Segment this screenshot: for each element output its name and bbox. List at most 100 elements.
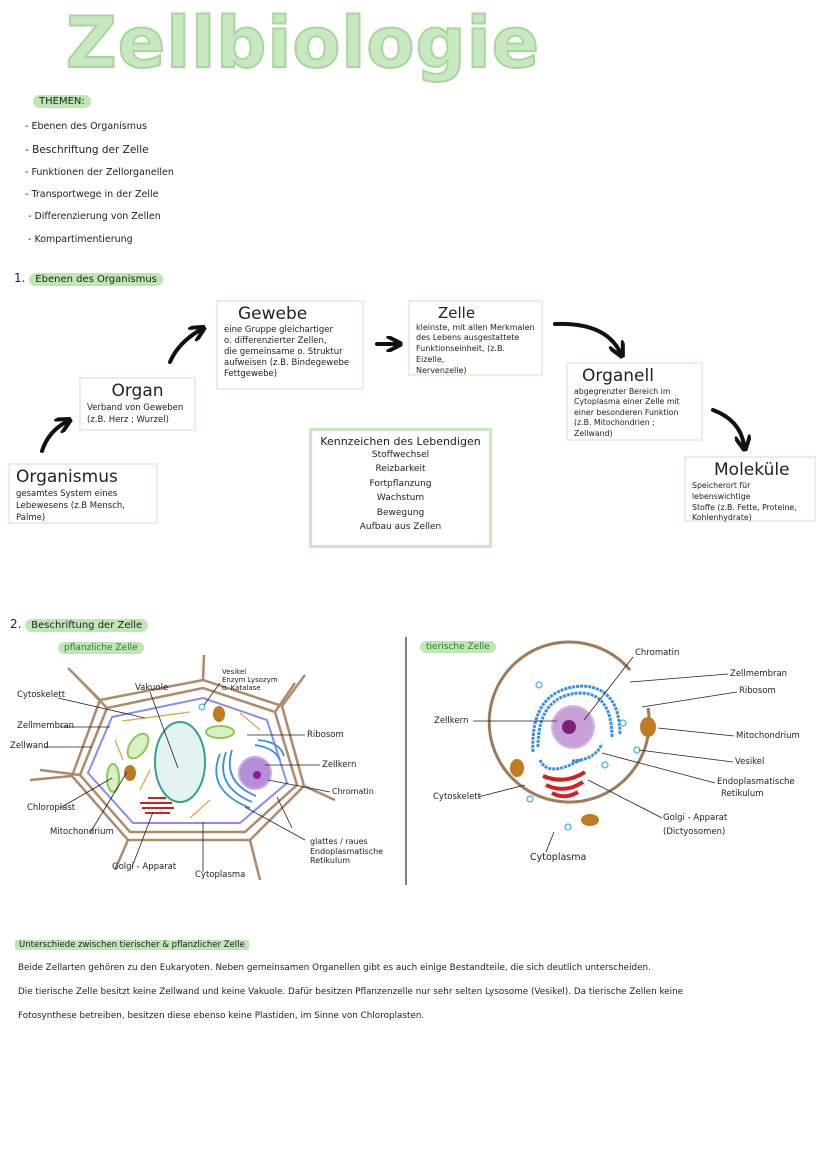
characteristics-title: Kennzeichen des Lebendigen <box>320 435 481 448</box>
label-zellwand: Zellwand <box>10 741 49 751</box>
level-text: kleinste, mit allen Merkmalen <box>416 322 535 332</box>
section1-number: 1. <box>14 271 26 285</box>
level-text: Lebewesens (z.B Mensch, Palme) <box>16 501 125 524</box>
theme-item-text: Transportwege in der Zelle <box>31 189 159 200</box>
arrow-organismus-organ <box>40 422 66 453</box>
level-text: Cytoplasma einer Zelle mit <box>574 397 680 407</box>
level-title: Organell <box>582 366 654 386</box>
level-box-organell: Organell abgegrenzter Bereich im Cytopla… <box>566 362 703 441</box>
label-vesikel: Vesikel Enzym Lysozym o. Katalase <box>222 668 278 692</box>
level-box-organ: Organ Verband von Geweben (z.B. Herz ; W… <box>79 377 196 431</box>
theme-item-text: Kompartimentierung <box>34 234 133 245</box>
level-text: Funktionseinheit, (z.B. Eizelle, <box>416 344 505 364</box>
theme-item: - Beschriftung der Zelle <box>25 144 149 156</box>
endoplasmic-reticulum <box>215 739 285 809</box>
label-chloroplast: Chloroplast <box>27 803 76 813</box>
level-text: des Lebens ausgestattete <box>416 333 520 343</box>
themes-label: THEMEN: <box>33 95 91 108</box>
level-text: Nervenzelle) <box>416 365 467 375</box>
nucleolus <box>253 771 261 779</box>
level-text: eine Gruppe gleichartiger <box>224 324 334 335</box>
animal-cell-diagram <box>473 640 738 853</box>
mitochondrion <box>581 814 599 826</box>
level-text: abgegrenzter Bereich im <box>574 386 671 396</box>
theme-item: - Transportwege in der Zelle <box>25 189 159 200</box>
label-zellmembran: Zellmembran <box>17 721 75 731</box>
level-text: gesamtes System eines <box>16 488 118 499</box>
level-title: Moleküle <box>714 460 790 480</box>
label-zellmembran: Zellmembran <box>730 669 788 679</box>
characteristic-item: Wachstum <box>376 493 425 504</box>
plant-cell-diagram <box>29 654 336 881</box>
label-line: Retikulum <box>721 788 764 799</box>
level-title: Organ <box>111 381 164 401</box>
label-line: o. Katalase <box>222 684 261 693</box>
label-line: Enzym Lysozym <box>222 676 278 685</box>
plant-cell-wall <box>78 686 299 834</box>
label-line: Endoplasmatische <box>310 846 384 856</box>
plant-cell-label: pflanzliche Zelle <box>58 642 144 654</box>
differences-line: Die tierische Zelle besitzt keine Zellwa… <box>18 987 684 997</box>
label-line: Retikulum <box>310 856 351 866</box>
theme-item: - Funktionen der Zellorganellen <box>25 167 174 178</box>
differences-heading: Unterschiede zwischen tierischer & pflan… <box>15 940 249 950</box>
label-cytoskelett: Cytoskelett <box>433 792 482 802</box>
label-ribosom: Ribosom <box>739 686 776 696</box>
characteristic-item: Bewegung <box>376 507 425 518</box>
arrow-organ-gewebe <box>168 330 200 364</box>
level-title: Zelle <box>438 304 476 322</box>
label-zellkern: Zellkern <box>434 716 469 726</box>
level-box-molekuele: Moleküle Speicherort für lebenswichtige … <box>684 456 816 522</box>
label-zellkern: Zellkern <box>322 760 357 770</box>
endoplasmic-reticulum <box>531 684 622 771</box>
label-chromatin: Chromatin <box>635 648 680 658</box>
level-box-organismus: Organismus gesamtes System eines Lebewes… <box>8 463 158 524</box>
level-text: o. differenzierter Zellen, <box>224 335 327 346</box>
chloroplast <box>205 725 235 739</box>
arrow-organell-molekuele <box>711 408 744 445</box>
page-title: Zellbiologie <box>65 1 541 85</box>
label-er: glattes / raues Endoplasmatische Retikul… <box>310 837 383 866</box>
label-golgi: Golgi - Apparat <box>112 862 177 872</box>
label-line: glattes / raues <box>310 837 368 846</box>
label-golgi: Golgi - Apparat (Dictyosomen) <box>663 812 727 839</box>
section2-header: 2. Beschriftung der Zelle <box>10 617 149 632</box>
label-line: Endoplasmatische <box>717 777 795 787</box>
section2-number: 2. <box>10 617 22 631</box>
theme-item-text: Ebenen des Organismus <box>31 121 147 132</box>
level-text: die gemeinsame o. Struktur <box>224 346 343 357</box>
theme-item-text: Differenzierung von Zellen <box>34 211 161 222</box>
label-cytoplasma: Cytoplasma <box>530 852 587 863</box>
characteristics-box: Kennzeichen des Lebendigen Stoffwechsel … <box>309 428 492 548</box>
level-box-gewebe: Gewebe eine Gruppe gleichartiger o. diff… <box>216 300 364 390</box>
characteristic-item: Stoffwechsel <box>371 450 430 461</box>
label-mitochondrium: Mitochondrium <box>736 731 800 741</box>
label-vesikel: Vesikel <box>735 757 765 767</box>
theme-item-text: Beschriftung der Zelle <box>32 144 149 156</box>
level-text: (z.B. Herz ; Wurzel) <box>87 415 169 425</box>
level-box-zelle: Zelle kleinste, mit allen Merkmalen des … <box>408 300 543 376</box>
label-chromatin: Chromatin <box>332 787 374 796</box>
level-text: Kohlenhydrate) <box>692 513 752 523</box>
characteristic-item: Aufbau aus Zellen <box>359 522 442 533</box>
characteristic-item: Fortpflanzung <box>369 478 432 489</box>
mitochondrion <box>124 765 136 781</box>
label-mitochondrium: Mitochondrium <box>50 827 114 837</box>
nucleolus <box>562 720 576 734</box>
chloroplast <box>106 763 120 793</box>
level-title: Gewebe <box>238 304 308 324</box>
section1-header: 1. Ebenen des Organismus <box>14 271 163 286</box>
chloroplast <box>126 732 150 760</box>
label-line: (Dictyosomen) <box>663 826 726 837</box>
level-text: (z.B. Mitochondrien ; Zellwand) <box>574 418 655 438</box>
vesicles <box>526 681 641 831</box>
theme-item: - Kompartimentierung <box>28 234 133 245</box>
level-text: Fettgewebe) <box>224 368 278 379</box>
mitochondrion <box>510 759 524 777</box>
animal-cell-label: tierische Zelle <box>420 641 496 653</box>
level-text: Speicherort für lebenswichtige <box>692 480 751 501</box>
section1-heading: Ebenen des Organismus <box>29 273 163 286</box>
label-cytoplasma: Cytoplasma <box>195 870 246 880</box>
label-ribosom: Ribosom <box>307 730 344 740</box>
